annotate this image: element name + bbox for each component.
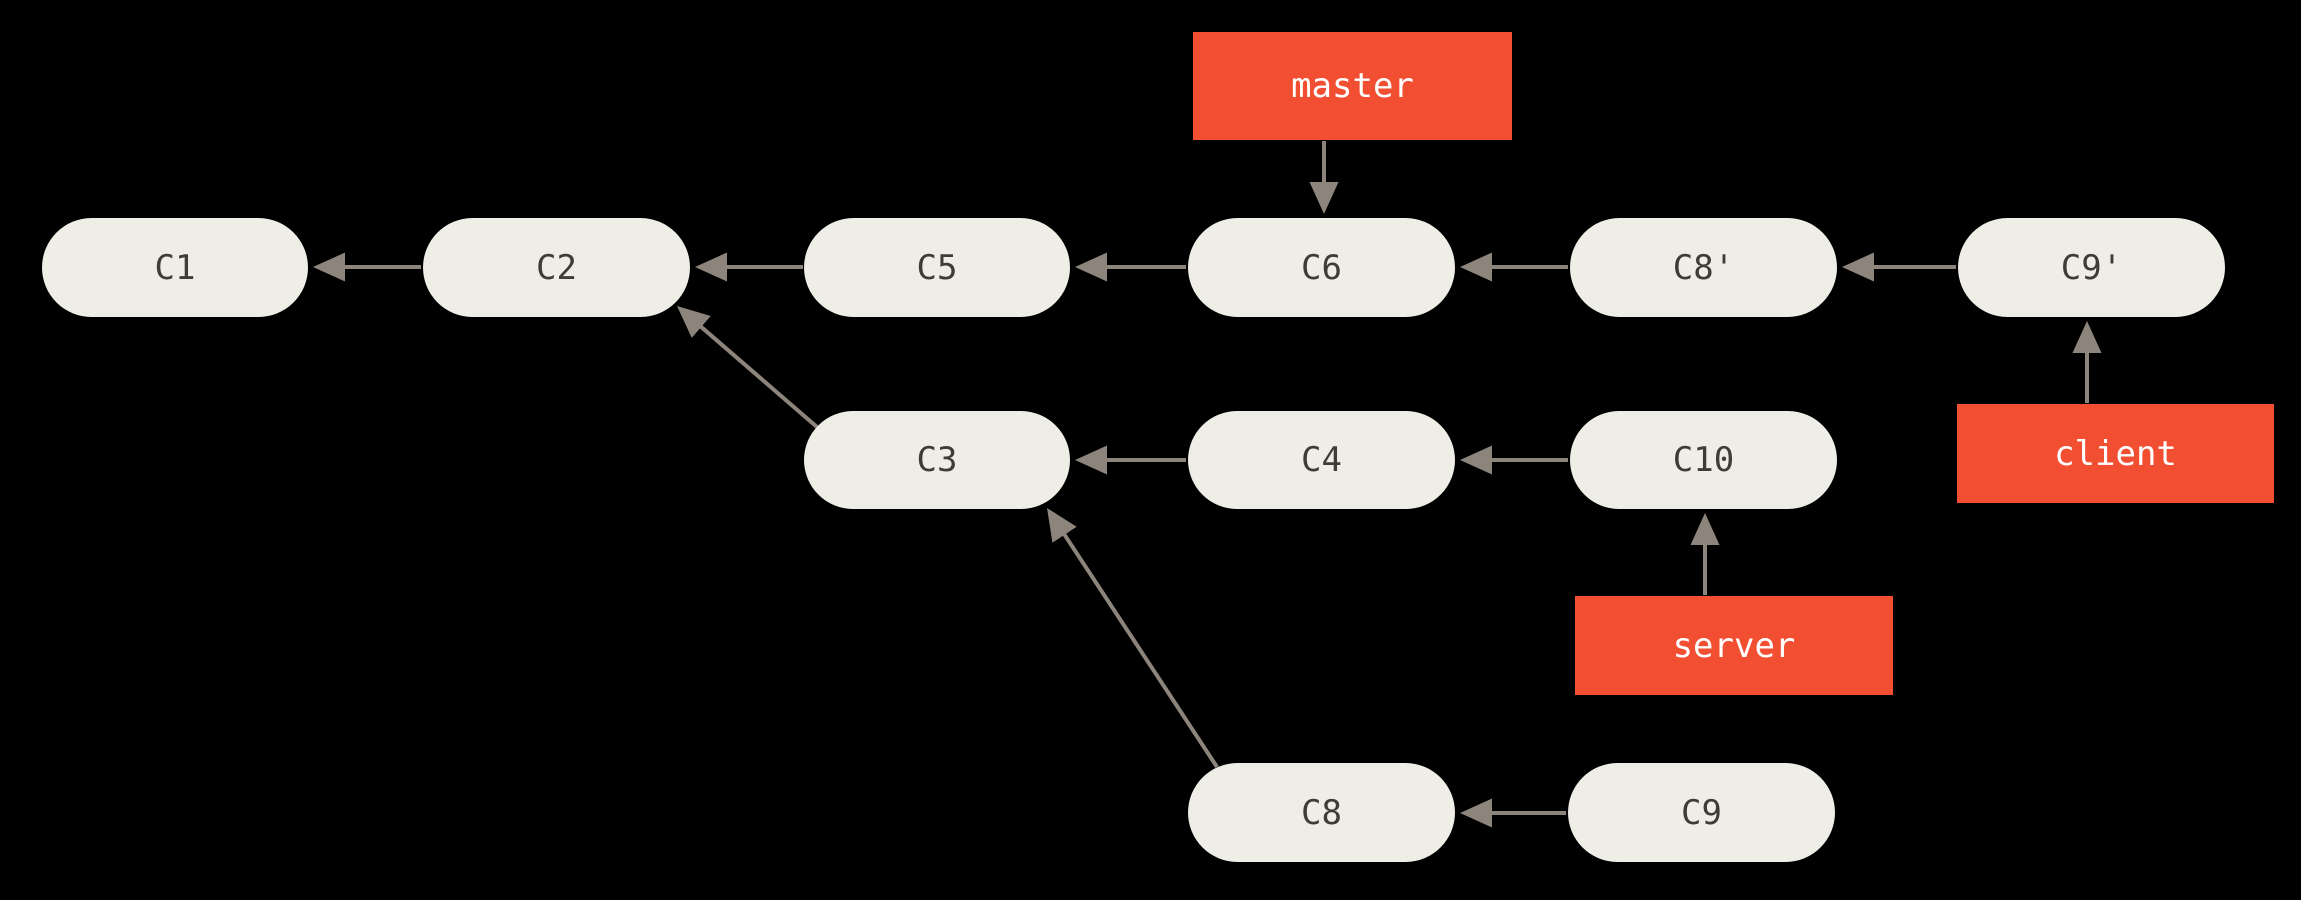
edge-client-to-c9-prime <box>2072 321 2102 403</box>
commit-node-c3: C3 <box>804 411 1070 509</box>
edge-c8-to-c3 <box>1047 508 1219 769</box>
arrowhead-icon <box>1460 798 1492 828</box>
commit-node-c6: C6 <box>1188 218 1455 317</box>
arrowhead-icon <box>1460 445 1492 475</box>
branch-label-server: server <box>1575 596 1893 695</box>
edge-c4-to-c3 <box>1075 445 1186 475</box>
arrowhead-icon <box>1075 445 1107 475</box>
arrowhead-icon <box>695 252 727 282</box>
edge-c10-to-c4 <box>1460 445 1568 475</box>
branch-label-client: client <box>1957 404 2274 503</box>
edge-c9-prime-to-c8-prime <box>1842 252 1956 282</box>
arrowhead-icon <box>1842 252 1874 282</box>
arrowhead-icon <box>677 306 711 338</box>
arrowhead-icon <box>313 252 345 282</box>
edge-c6-to-c5 <box>1075 252 1186 282</box>
commit-node-c8: C8 <box>1188 763 1455 862</box>
commit-node-c2: C2 <box>423 218 690 317</box>
edge-c9-to-c8 <box>1460 798 1566 828</box>
edge-server-to-c10 <box>1690 513 1720 595</box>
commit-node-c10: C10 <box>1570 411 1837 509</box>
arrowhead-icon <box>2072 321 2102 353</box>
commit-node-c5: C5 <box>804 218 1070 317</box>
commit-node-c9: C9 <box>1568 763 1835 862</box>
edge-c5-to-c2 <box>695 252 803 282</box>
commit-node-c9-prime: C9' <box>1958 218 2225 317</box>
arrowhead-icon <box>1309 182 1339 214</box>
commit-node-c4: C4 <box>1188 411 1455 509</box>
arrowhead-icon <box>1047 508 1077 543</box>
edge-master-to-c6 <box>1309 141 1339 214</box>
edge-c8-prime-to-c6 <box>1460 252 1568 282</box>
arrowhead-icon <box>1075 252 1107 282</box>
edge-c2-to-c1 <box>313 252 421 282</box>
commit-node-c8-prime: C8' <box>1570 218 1837 317</box>
edge-c3-to-c2 <box>677 306 819 429</box>
branch-label-master: master <box>1193 32 1512 140</box>
commit-node-c1: C1 <box>42 218 308 317</box>
arrowhead-icon <box>1690 513 1720 545</box>
arrowhead-icon <box>1460 252 1492 282</box>
